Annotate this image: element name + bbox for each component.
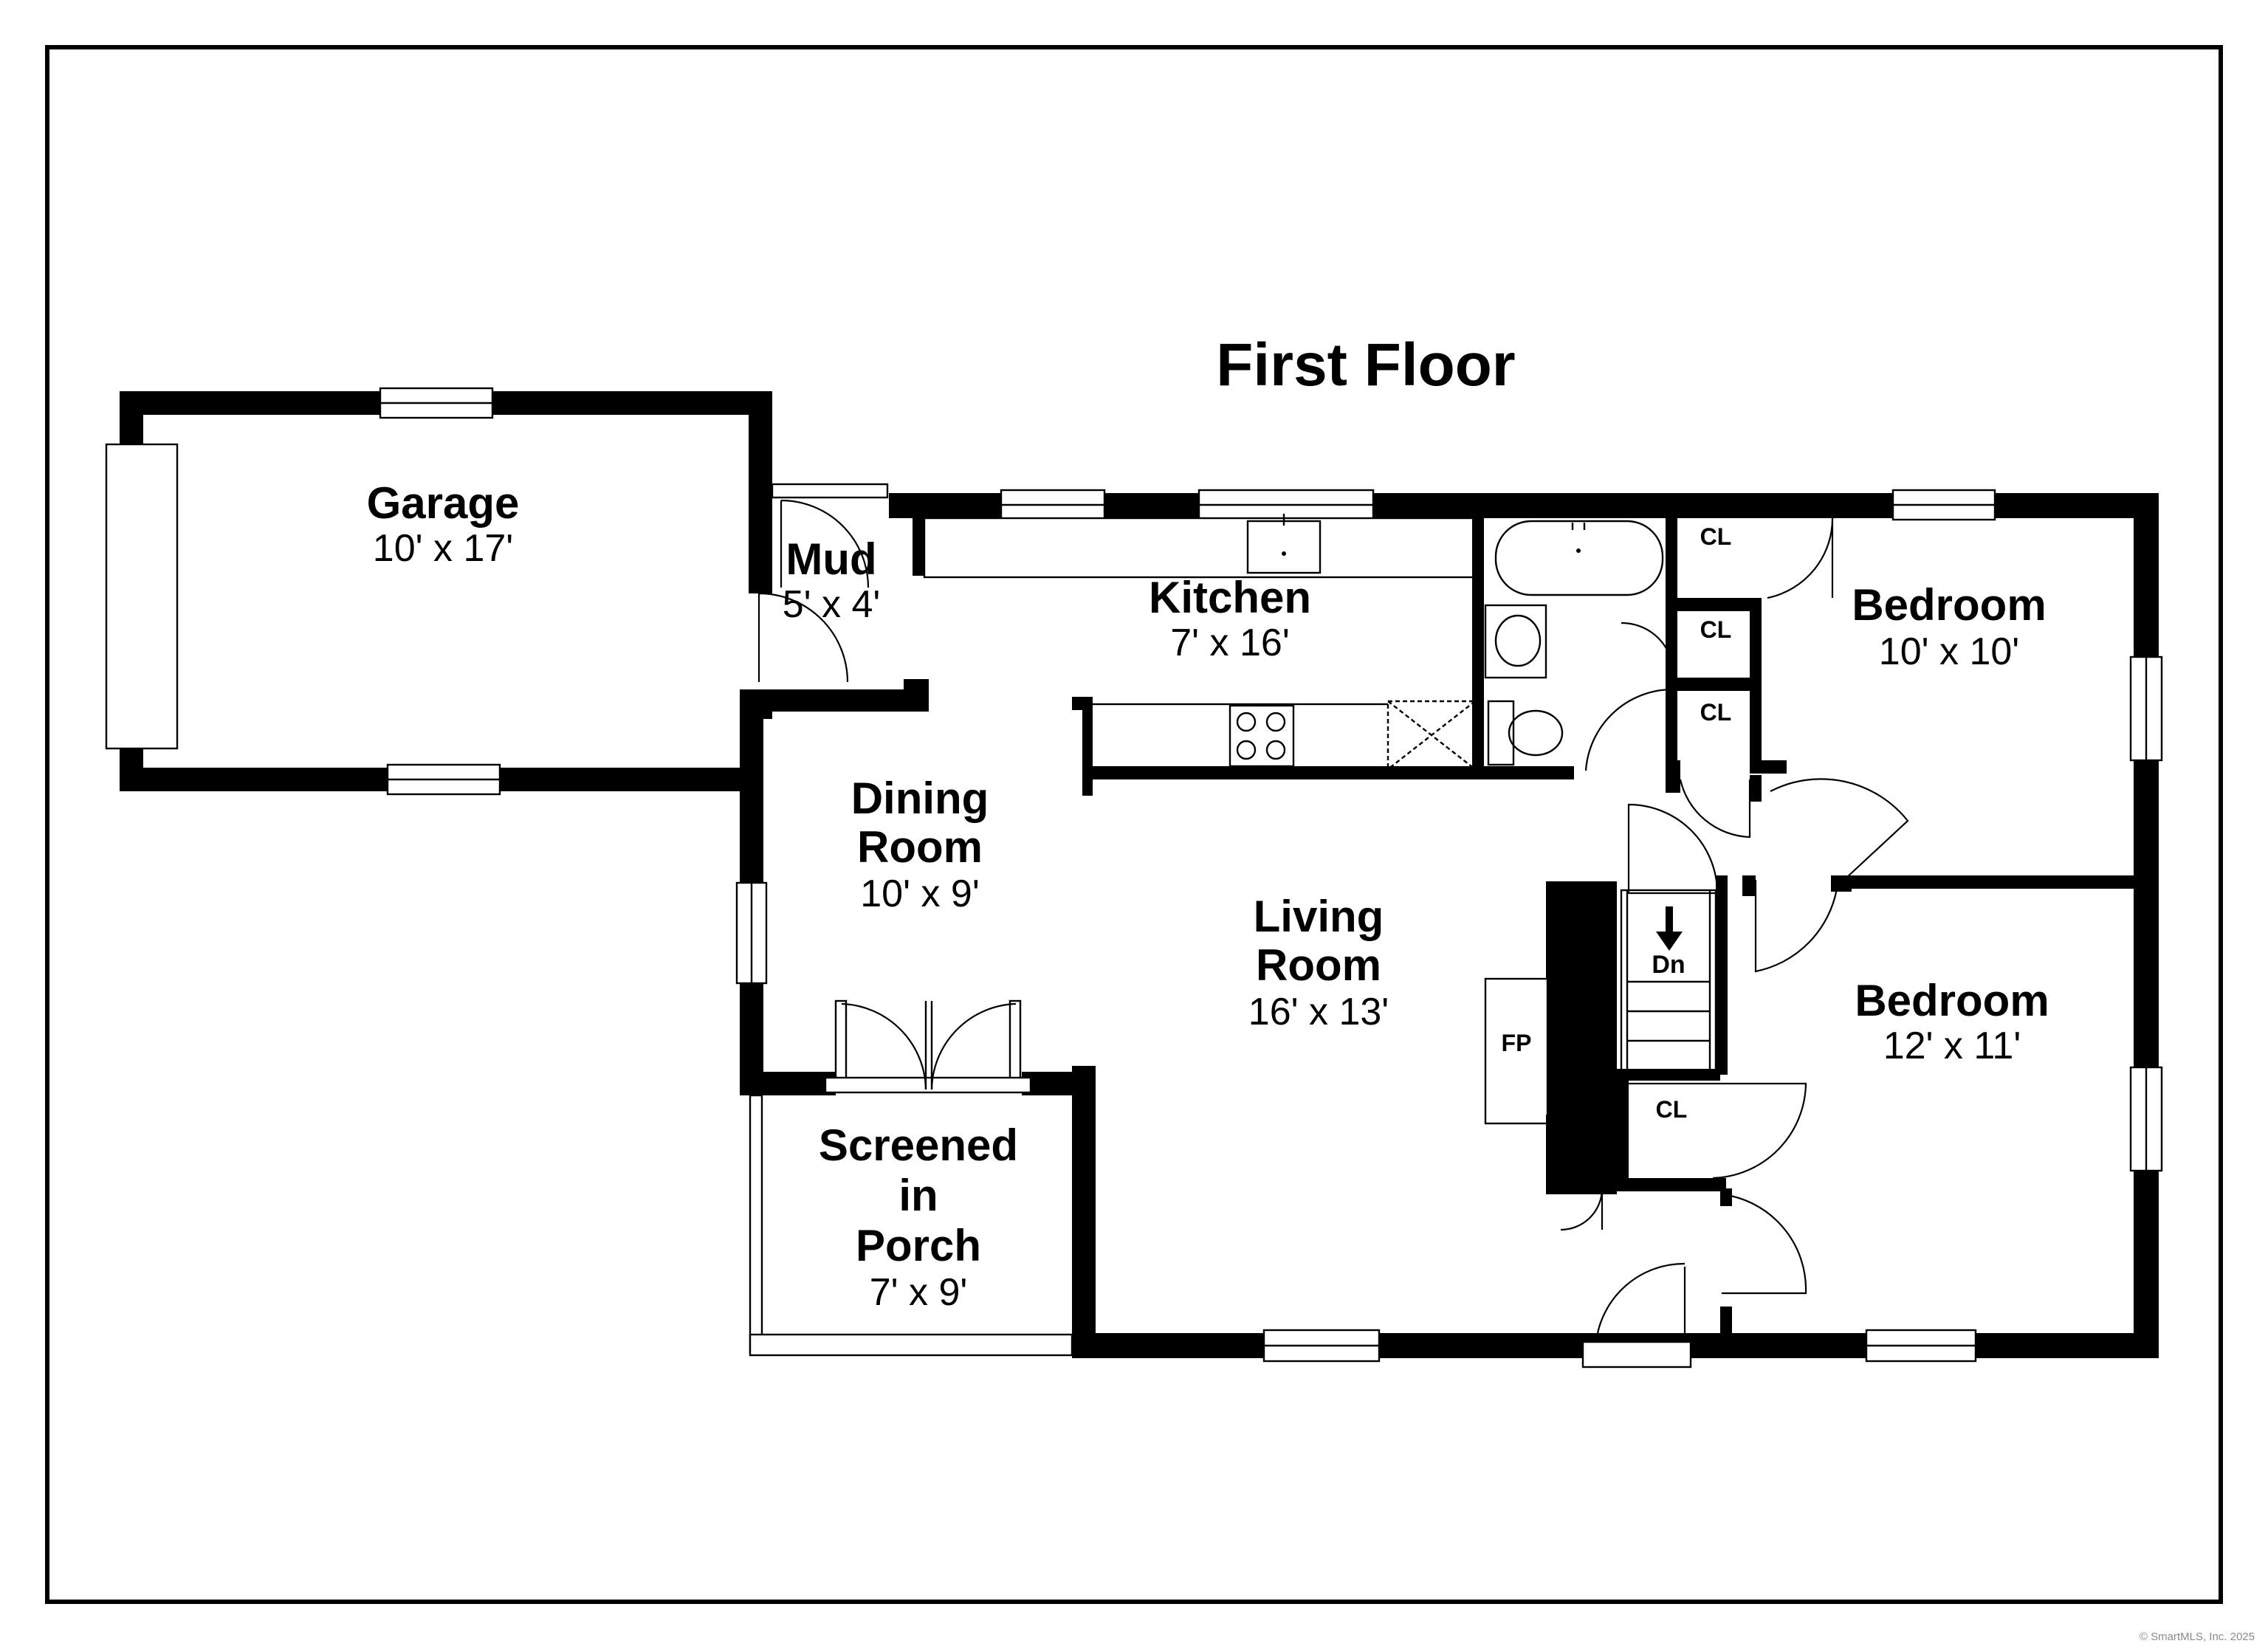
door-swing bbox=[1627, 803, 1719, 895]
door-swing bbox=[1770, 778, 1909, 879]
closets bbox=[1621, 515, 1834, 839]
bedroom-walls bbox=[1742, 775, 2159, 973]
kitchen-sink bbox=[1246, 520, 1322, 574]
room-size-bedroom-2: 12' x 11' bbox=[1883, 1025, 2021, 1067]
stairs-down-label: Dn bbox=[1652, 951, 1685, 979]
stairs bbox=[1620, 803, 1728, 1075]
dining-window bbox=[735, 881, 768, 985]
room-name-dining-line2: Room bbox=[857, 822, 983, 872]
door-swing bbox=[1721, 1193, 1807, 1295]
closet-label: CL bbox=[1700, 523, 1732, 550]
door-swing bbox=[841, 1002, 927, 1090]
door-swing bbox=[930, 1002, 1017, 1090]
room-name-kitchen: Kitchen bbox=[1149, 573, 1311, 622]
room-name-living-line2: Room bbox=[1256, 940, 1381, 990]
door-swing bbox=[780, 499, 870, 588]
door-swing bbox=[1560, 1188, 1604, 1231]
stove bbox=[1228, 704, 1295, 768]
door-swing bbox=[1595, 1262, 1686, 1343]
room-name-porch-line3: Porch bbox=[856, 1221, 981, 1270]
bathtub bbox=[1494, 520, 1664, 596]
room-size-garage: 10' x 17' bbox=[373, 527, 513, 570]
kitchen bbox=[923, 509, 1574, 796]
arrow-down-icon bbox=[1666, 906, 1673, 936]
room-name-mud: Mud bbox=[786, 534, 876, 584]
copyright-notice: © SmartMLS, Inc. 2025 bbox=[2139, 1631, 2255, 1643]
lower-closets bbox=[1546, 1069, 1807, 1333]
french-doors bbox=[824, 999, 1032, 1094]
closet-label: CL bbox=[1656, 1096, 1688, 1123]
room-size-mud: 5' x 4' bbox=[783, 583, 881, 626]
windows-right bbox=[2129, 655, 2163, 1172]
room-name-living-line1: Living bbox=[1254, 892, 1384, 941]
fireplace-label: FP bbox=[1502, 1030, 1532, 1056]
room-name-dining-line1: Dining bbox=[851, 774, 989, 823]
closet-label: CL bbox=[1700, 616, 1732, 643]
counter bbox=[923, 517, 1477, 579]
garage-door bbox=[105, 443, 179, 750]
front-door bbox=[1581, 1340, 1692, 1369]
room-size-dining: 10' x 9' bbox=[860, 872, 980, 915]
windows-bottom bbox=[1262, 1262, 1977, 1369]
room-size-bedroom-1: 10' x 10' bbox=[1879, 630, 2019, 673]
door-swing bbox=[1679, 779, 1751, 839]
windows-top bbox=[1000, 489, 1996, 521]
door-swing bbox=[757, 592, 849, 683]
room-name-bedroom-1: Bedroom bbox=[1852, 580, 2046, 630]
closet-label: CL bbox=[1569, 1124, 1601, 1151]
door-swing bbox=[1621, 616, 1674, 668]
screened-porch bbox=[749, 1094, 1073, 1357]
room-size-living: 16' x 13' bbox=[1248, 991, 1389, 1033]
toilet-bowl bbox=[1508, 709, 1564, 757]
floor-title: First Floor bbox=[1216, 331, 1515, 399]
room-name-porch-line2: in bbox=[898, 1171, 938, 1220]
room-size-kitchen: 7' x 16' bbox=[1170, 622, 1290, 664]
door-swing bbox=[1584, 688, 1674, 771]
fireplace-hearth bbox=[1484, 977, 1549, 1125]
door-swing bbox=[1677, 515, 1834, 599]
bathroom bbox=[1484, 509, 1677, 771]
room-name-bedroom-2: Bedroom bbox=[1855, 976, 2049, 1025]
door-swing bbox=[1754, 880, 1838, 973]
closet-label: CL bbox=[1700, 699, 1732, 726]
room-labels: Garage 10' x 17' Mud 5' x 4' Kitchen 7' … bbox=[367, 478, 2049, 1314]
room-size-porch: 7' x 9' bbox=[870, 1271, 968, 1314]
room-name-porch-line1: Screened bbox=[819, 1120, 1018, 1170]
page-frame bbox=[45, 45, 2223, 1604]
room-name-garage: Garage bbox=[367, 478, 520, 528]
garage bbox=[105, 387, 772, 796]
door-swing bbox=[1629, 1082, 1807, 1180]
